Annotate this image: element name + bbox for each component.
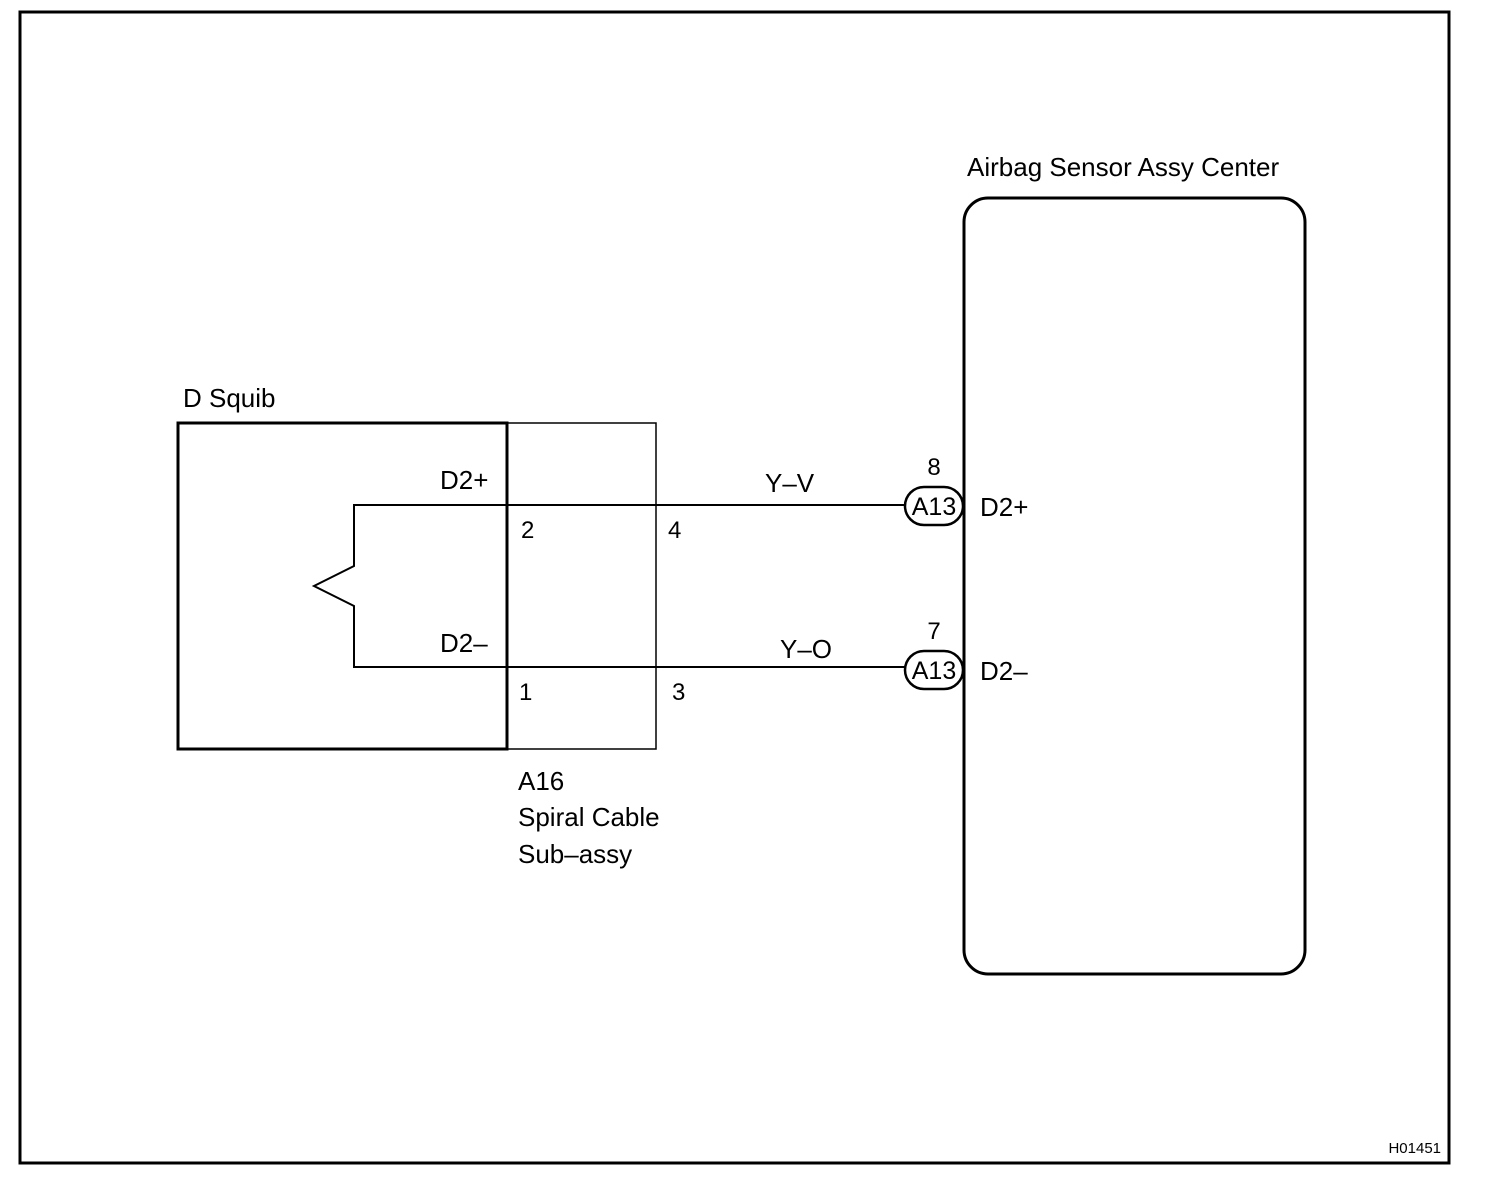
- spiral-pin-2: 2: [521, 517, 534, 544]
- spiral-cable-id: A16: [518, 766, 564, 796]
- spiral-pin-4: 4: [668, 517, 681, 544]
- sensor-neg-label: D2–: [980, 656, 1028, 686]
- figure-code: H01451: [1388, 1140, 1441, 1157]
- sensor-title: Airbag Sensor Assy Center: [967, 152, 1279, 182]
- connector-pin-8: 8: [927, 454, 940, 481]
- spiral-cable-name-1: Spiral Cable: [518, 802, 660, 832]
- wire-pos-color: Y–V: [765, 468, 815, 498]
- wire-neg-color: Y–O: [780, 634, 832, 664]
- spiral-pin-1: 1: [519, 679, 532, 706]
- squib-neg-label: D2–: [440, 628, 488, 658]
- squib-pos-label: D2+: [440, 465, 488, 495]
- spiral-cable-name-2: Sub–assy: [518, 839, 632, 869]
- squib-element-symbol: [311, 504, 507, 668]
- connector-a13-pos-label: A13: [912, 493, 956, 521]
- diagram-frame: [18, 10, 1451, 1165]
- spiral-cable-box: [506, 422, 657, 750]
- sensor-pos-label: D2+: [980, 492, 1028, 522]
- spiral-pin-3: 3: [672, 679, 685, 706]
- connector-a13-neg-label: A13: [912, 657, 956, 685]
- connector-pin-7: 7: [927, 618, 940, 645]
- squib-title: D Squib: [183, 383, 276, 413]
- sensor-box: [962, 196, 1307, 976]
